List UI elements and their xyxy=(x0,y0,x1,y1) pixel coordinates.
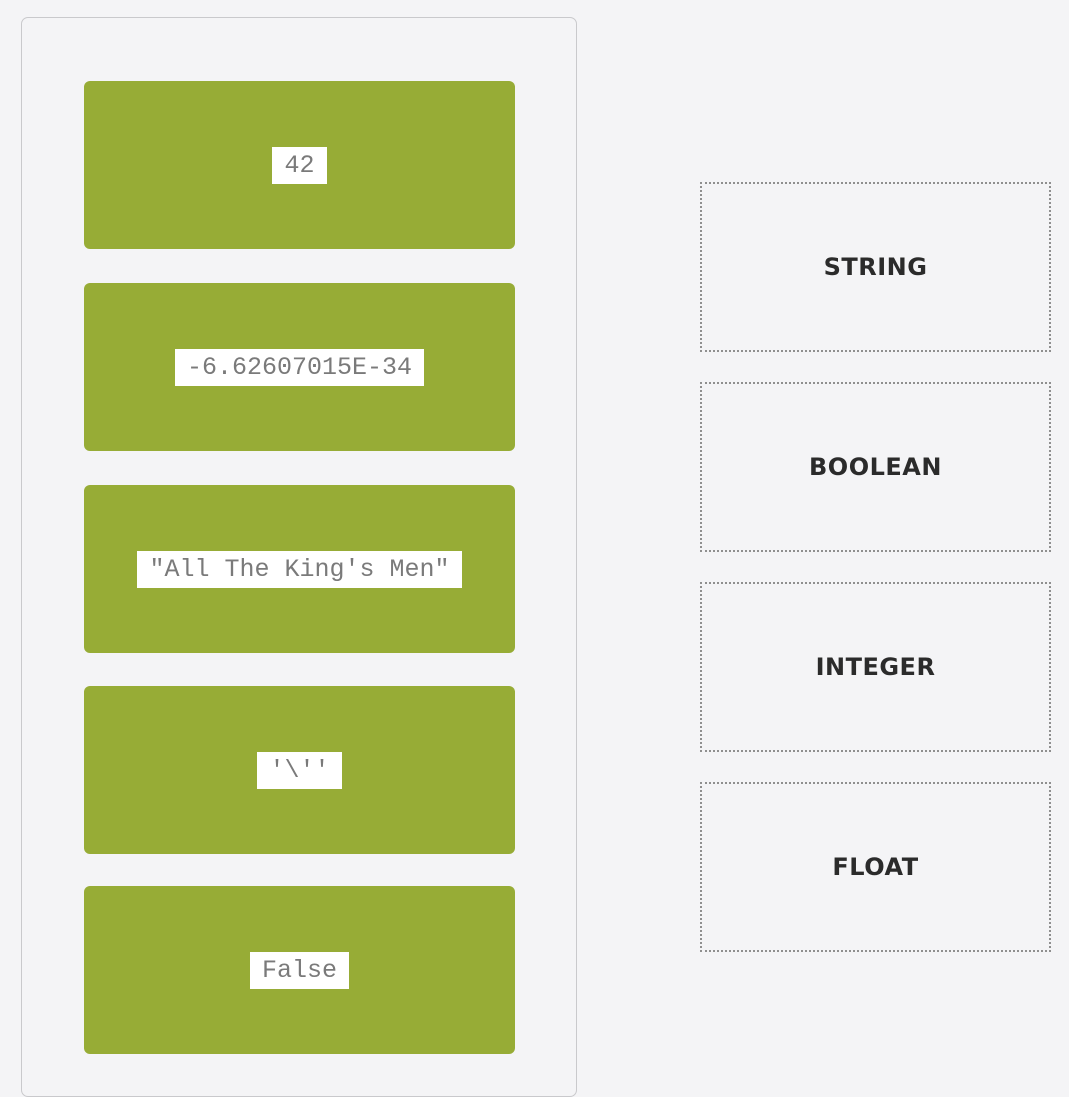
drop-target-string[interactable]: STRING xyxy=(700,182,1051,352)
drop-target-label: FLOAT xyxy=(832,853,919,881)
drop-target-label: INTEGER xyxy=(815,653,936,681)
item-value: '\'' xyxy=(257,751,342,789)
item-value: "All The King's Men" xyxy=(137,550,462,588)
draggable-item-integer-value[interactable]: 42 xyxy=(84,81,515,249)
drop-target-label: BOOLEAN xyxy=(809,453,942,481)
drop-target-float[interactable]: FLOAT xyxy=(700,782,1051,952)
item-value: -6.62607015E-34 xyxy=(174,348,425,386)
drop-target-boolean[interactable]: BOOLEAN xyxy=(700,382,1051,552)
draggable-item-string-value[interactable]: "All The King's Men" xyxy=(84,485,515,653)
item-value: False xyxy=(249,951,349,989)
draggable-items-panel: 42 -6.62607015E-34 "All The King's Men" … xyxy=(21,17,577,1097)
draggable-item-escaped-quote-value[interactable]: '\'' xyxy=(84,686,515,854)
drop-target-integer[interactable]: INTEGER xyxy=(700,582,1051,752)
drop-target-label: STRING xyxy=(823,253,928,281)
item-value: 42 xyxy=(272,146,327,184)
draggable-item-boolean-value[interactable]: False xyxy=(84,886,515,1054)
draggable-item-float-value[interactable]: -6.62607015E-34 xyxy=(84,283,515,451)
